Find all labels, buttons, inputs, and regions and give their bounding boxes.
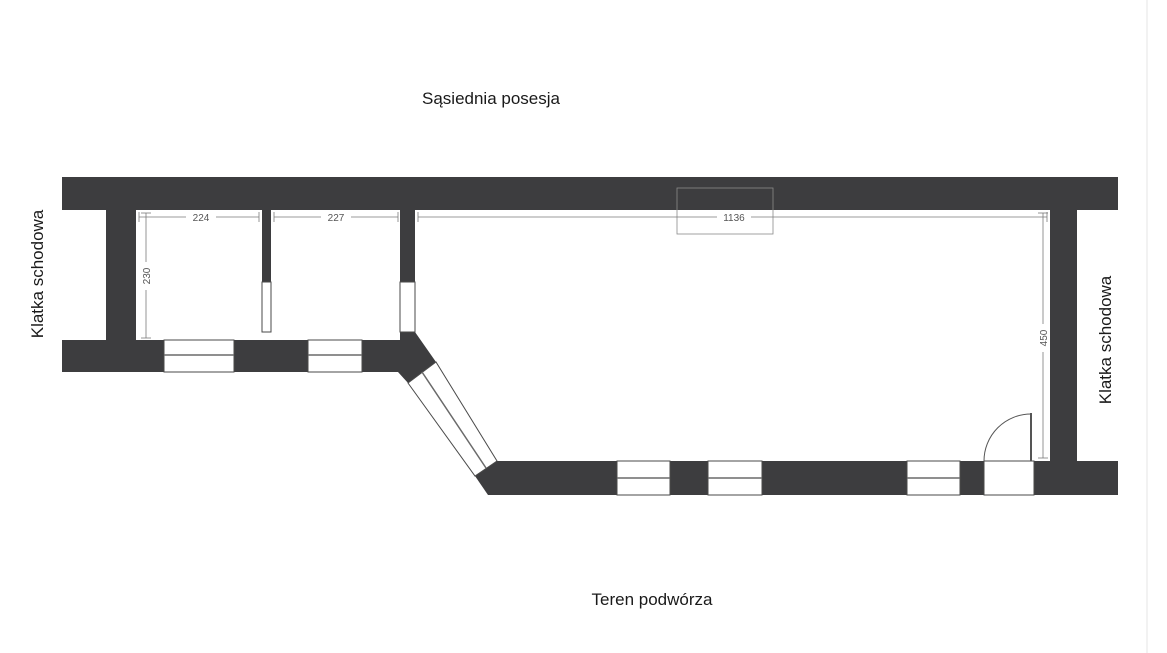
window-left-2 [307,339,363,373]
label-neighbor-property: Sąsiednia posesja [422,89,561,108]
dim-room1-depth: 230 [142,267,153,284]
window-bottom-1 [616,460,671,496]
entrance-door [983,413,1035,496]
partition-openings [261,281,416,333]
wall-right [1050,210,1077,463]
wall-partition-2 [400,210,415,282]
dimension-lines [138,212,1048,459]
wall-bottom-3 [762,461,907,495]
wall-bottom-2 [670,461,708,495]
top-wall-outline-box [676,187,774,235]
window-left-1 [163,339,235,373]
windows [163,339,961,496]
label-staircase-right: Klatka schodowa [1096,275,1115,404]
window-bottom-3 [906,460,961,496]
wall-bottom-4 [960,461,984,495]
label-courtyard: Teren podwórza [592,590,714,609]
wall-left [106,210,136,340]
dim-main-width: 1136 [723,213,745,224]
wall-top [62,177,1118,210]
partition-opening-1 [261,281,272,333]
wall-corner-upper [398,332,436,383]
wall-lower-left-1 [62,340,164,372]
door-opening [983,460,1035,496]
window-bottom-2 [707,460,763,496]
wall-lower-left-2 [234,340,308,372]
walls [62,177,1118,495]
dim-main-depth: 450 [1039,329,1050,346]
partition-opening-2 [399,281,416,333]
wall-lower-left-3 [362,340,400,372]
dim-room1-width: 224 [193,213,210,224]
wall-bottom-5 [1034,461,1118,495]
wall-bottom-1 [497,461,617,495]
wall-partition-1 [262,210,271,282]
door-swing-arc [983,413,1032,462]
window-angled [407,361,498,477]
dim-room2-width: 227 [328,213,345,224]
label-staircase-left: Klatka schodowa [28,209,47,338]
